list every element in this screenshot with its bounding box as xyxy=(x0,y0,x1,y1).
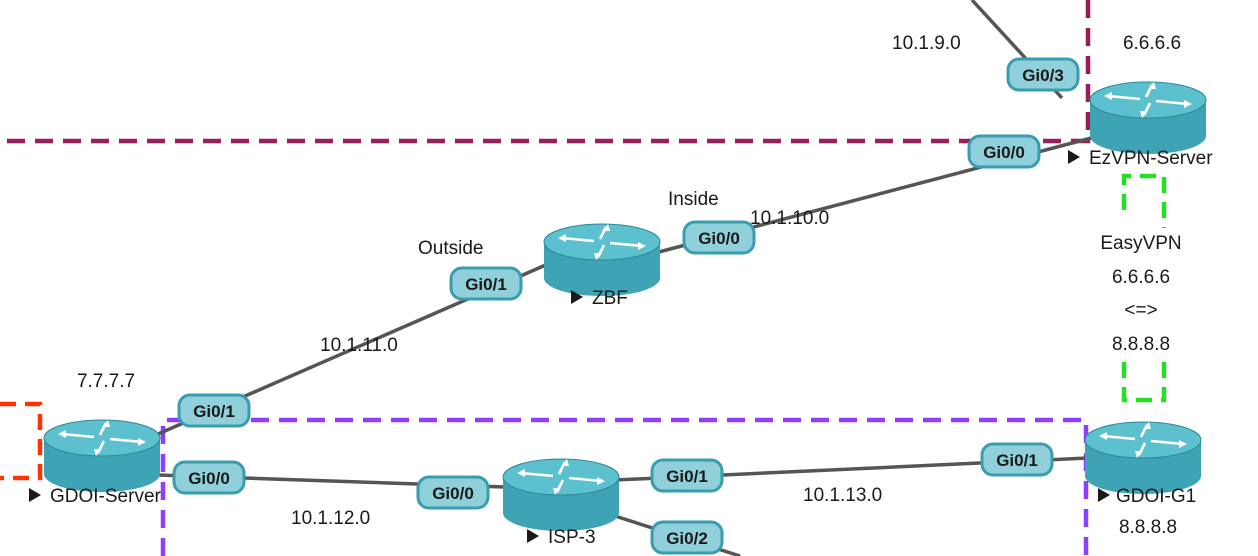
device-name: EzVPN-Server xyxy=(1089,148,1213,169)
green-zone-border-bottom xyxy=(1121,362,1167,403)
green-zone-border-top xyxy=(1121,173,1167,228)
port-gdoi-g1-gi01[interactable]: Gi0/1 xyxy=(980,442,1054,477)
device-name: GDOI-Server xyxy=(50,486,162,507)
port-zbf-gi00[interactable]: Gi0/0 xyxy=(682,220,756,255)
port-label: Gi0/0 xyxy=(983,143,1025,162)
network-label-10-1-10: 10.1.10.0 xyxy=(750,208,829,229)
maroon-zone-border xyxy=(0,0,1091,144)
port-ezvpn-gi03[interactable]: Gi0/3 xyxy=(1006,57,1080,92)
device-ip: 8.8.8.8 xyxy=(1119,517,1177,538)
port-isp3-gi02[interactable]: Gi0/2 xyxy=(650,520,724,555)
port-label: Gi0/0 xyxy=(698,229,740,248)
red-zone-border xyxy=(0,401,43,481)
port-label: Gi0/0 xyxy=(432,484,474,503)
device-name: GDOI-G1 xyxy=(1116,486,1196,507)
network-label-10-1-9: 10.1.9.0 xyxy=(892,33,961,54)
port-label: Gi0/1 xyxy=(465,275,507,294)
router-icon xyxy=(1083,420,1203,496)
port-isp3-gi01[interactable]: Gi0/1 xyxy=(650,458,724,493)
port-ezvpn-gi00[interactable]: Gi0/0 xyxy=(967,134,1041,169)
zone-label-inside: Inside xyxy=(668,189,719,210)
purple-zone-border xyxy=(160,417,1089,556)
port-label: Gi0/1 xyxy=(666,467,708,486)
play-icon[interactable] xyxy=(527,529,539,543)
port-label: Gi0/2 xyxy=(666,529,708,548)
easyvpn-note-line1: EasyVPN xyxy=(1100,233,1181,254)
easyvpn-note-line2: 6.6.6.6 xyxy=(1112,267,1170,288)
port-label: Gi0/1 xyxy=(193,402,235,421)
port-label: Gi0/1 xyxy=(996,451,1038,470)
router-isp3[interactable]: ISP-3 xyxy=(501,457,621,548)
router-gdoi-g1[interactable]: GDOI-G1 8.8.8.8 xyxy=(1083,420,1203,538)
router-zbf[interactable]: ZBF xyxy=(542,222,662,309)
network-label-10-1-11: 10.1.11.0 xyxy=(320,335,398,356)
network-labels: 10.1.9.0 10.1.10.0 10.1.11.0 10.1.12.0 1… xyxy=(291,33,961,529)
port-badges: Gi0/3 Gi0/0 Gi0/0 Gi0/1 Gi0/1 Gi0/0 Gi0/… xyxy=(172,57,1080,555)
router-icon xyxy=(542,222,662,298)
port-label: Gi0/0 xyxy=(188,469,230,488)
router-ezvpn-server[interactable]: EzVPN-Server 6.6.6.6 xyxy=(1068,33,1213,169)
router-icon xyxy=(42,418,162,494)
network-label-10-1-12: 10.1.12.0 xyxy=(291,508,370,529)
device-name: ISP-3 xyxy=(548,527,596,548)
port-isp3-gi00[interactable]: Gi0/0 xyxy=(416,475,490,510)
easyvpn-note: EasyVPN 6.6.6.6 <=> 8.8.8.8 xyxy=(1100,233,1181,355)
port-zbf-gi01[interactable]: Gi0/1 xyxy=(449,266,523,301)
play-icon[interactable] xyxy=(1068,150,1080,164)
device-ip: 7.7.7.7 xyxy=(77,371,135,392)
router-icon xyxy=(1088,80,1208,156)
network-label-10-1-13: 10.1.13.0 xyxy=(803,485,882,506)
port-gdoi-server-gi00[interactable]: Gi0/0 xyxy=(172,460,246,495)
device-ip: 6.6.6.6 xyxy=(1123,33,1181,54)
zone-borders xyxy=(0,0,1167,556)
zone-labels: Inside Outside xyxy=(418,189,719,259)
router-gdoi-server[interactable]: GDOI-Server 7.7.7.7 xyxy=(29,371,162,507)
port-gdoi-server-gi01[interactable]: Gi0/1 xyxy=(177,393,251,428)
router-icon xyxy=(501,457,621,533)
easyvpn-note-line4: 8.8.8.8 xyxy=(1112,334,1170,355)
zone-label-outside: Outside xyxy=(418,238,483,259)
device-name: ZBF xyxy=(592,288,628,309)
port-label: Gi0/3 xyxy=(1022,66,1064,85)
easyvpn-note-line3: <=> xyxy=(1124,300,1157,321)
play-icon[interactable] xyxy=(29,488,41,502)
